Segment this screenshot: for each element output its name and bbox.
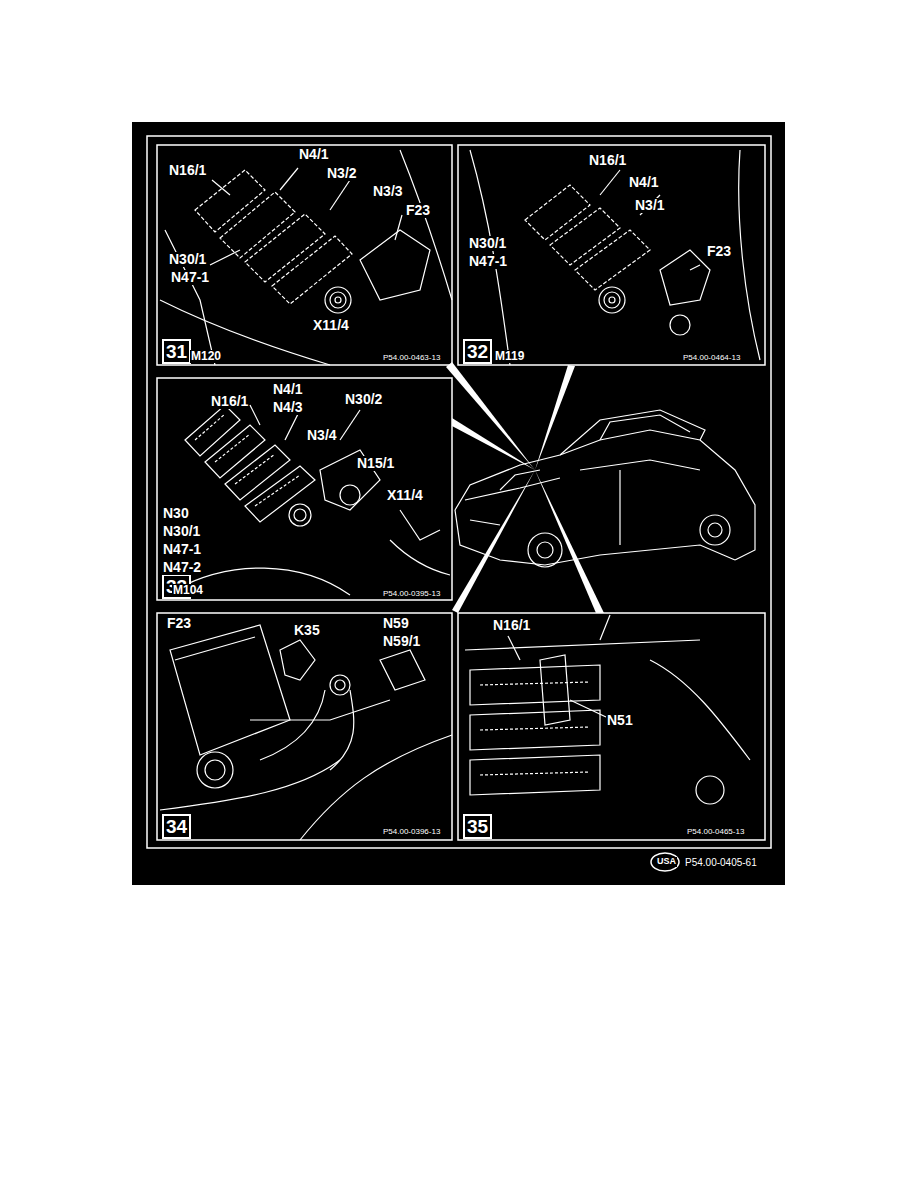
component-label: M119 [494,350,525,363]
component-label: M104 [172,584,204,597]
component-label: N4/1 [272,382,304,397]
component-label: N51 [606,713,634,728]
component-label: N4/1 [298,147,330,162]
component-label: X11/4 [386,488,424,503]
component-label: N30 [162,506,190,521]
component-label: N16/1 [492,618,531,633]
component-label: N15/1 [356,456,395,471]
component-label: F23 [166,616,192,631]
component-label: N47-1 [170,270,210,285]
component-label: F23 [405,203,431,218]
component-label: N3/3 [372,184,404,199]
component-label: N47-1 [162,542,202,557]
component-label: N3/1 [634,198,666,213]
figure-code: P54.00-0395-13 [382,590,441,599]
component-label: N3/2 [326,166,358,181]
figure-code: P54.00-0464-13 [682,354,741,363]
component-label: N30/1 [468,236,507,251]
figure-code: P54.00-0463-13 [382,354,441,363]
view-number: 31 [166,342,187,361]
component-label: N4/3 [272,400,304,415]
component-label: N30/1 [168,252,207,267]
view-number-box: 34 [162,814,191,839]
component-label: N4/1 [628,175,660,190]
view-number-box: 31 [162,339,191,364]
component-label: X11/4 [312,318,350,333]
component-label: USA [656,857,677,867]
component-label: N59 [382,616,410,631]
component-label: N16/1 [210,394,249,409]
component-label: N59/1 [382,634,421,649]
component-label: N30/1 [162,524,201,539]
figure-code: P54.00-0465-13 [686,828,745,837]
figure-code: P54.00-0396-13 [382,828,441,837]
view-number: 32 [467,342,488,361]
component-label: M120 [190,350,222,363]
component-label: N47-2 [162,560,202,575]
component-label: N47-1 [468,254,508,269]
view-number-box: 35 [463,814,492,839]
component-label: F23 [706,244,732,259]
view-number: 34 [166,817,187,836]
component-label: K35 [293,623,321,638]
view-number-box: 32 [463,339,492,364]
component-label: N3/4 [306,428,338,443]
component-label: N16/1 [168,163,207,178]
view-number: 35 [467,817,488,836]
component-label: N30/2 [344,392,383,407]
figure-code: P54.00-0405-61 [684,857,758,868]
component-label: N16/1 [588,153,627,168]
